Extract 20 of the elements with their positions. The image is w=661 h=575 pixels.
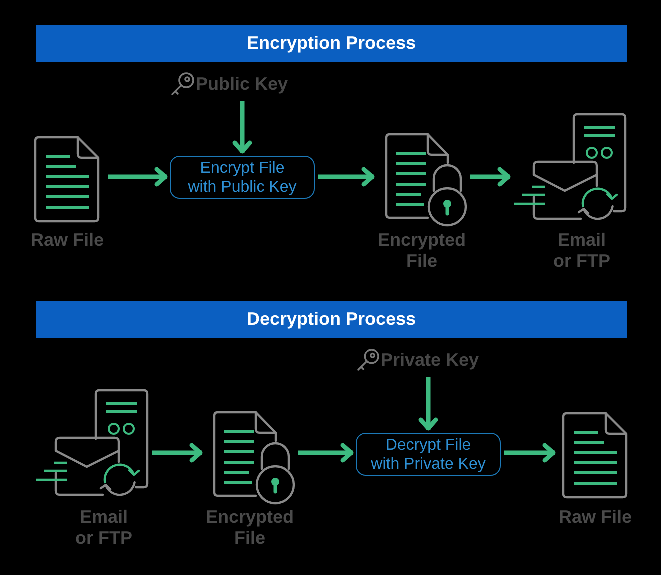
process-box: Decrypt File with Private Key — [356, 433, 501, 476]
arrow — [418, 377, 438, 431]
key-label: Public Key — [196, 74, 288, 94]
icon-caption: Email or FTP — [74, 507, 134, 549]
arrow — [152, 443, 203, 463]
icon-caption: Email or FTP — [552, 230, 612, 272]
arrow — [470, 167, 511, 187]
process-box: Encrypt File with Public Key — [170, 156, 315, 199]
arrow — [298, 443, 354, 463]
section-banner: Encryption Process — [36, 25, 627, 62]
arrow — [504, 443, 556, 463]
arrow — [108, 167, 168, 187]
key-label: Private Key — [380, 350, 479, 370]
arrow — [318, 167, 375, 187]
icon-caption: Raw File — [30, 230, 105, 251]
arrow — [232, 101, 252, 154]
section-banner: Decryption Process — [36, 301, 627, 338]
icon-caption: Raw File — [558, 507, 633, 528]
icon-caption: Encrypted File — [377, 230, 467, 272]
icon-caption: Encrypted File — [205, 507, 295, 549]
